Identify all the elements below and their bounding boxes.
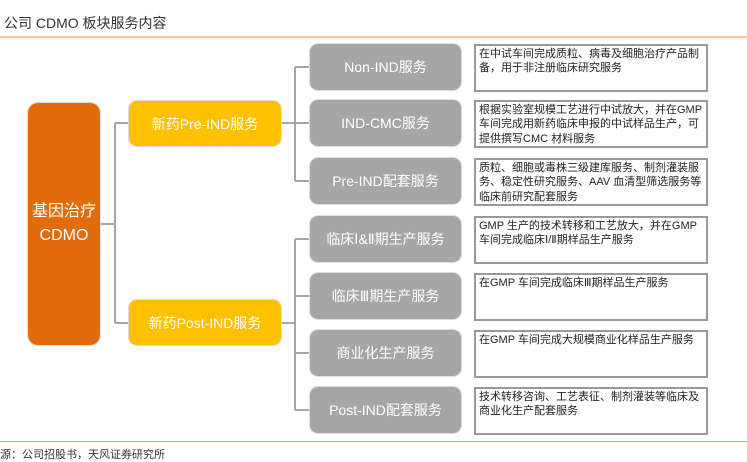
desc-ind-cmc: 根据实验室规模工艺进行中试放大，并在GMP 车间完成用新药临床申报的中试样品生产… bbox=[474, 100, 708, 148]
service-non-ind: Non-IND服务 bbox=[310, 44, 461, 90]
pre-ind-connector bbox=[281, 66, 310, 182]
desc-clinical-1-2: GMP 生产的技术转移和工艺放大，并在GMP 车间完成临床Ⅰ/Ⅱ期样品生产服务 bbox=[474, 216, 708, 264]
service-clinical-1-2: 临床Ⅰ&Ⅱ期生产服务 bbox=[310, 216, 461, 262]
desc-clinical-3: 在GMP 车间完成临床Ⅲ期样品生产服务 bbox=[474, 273, 708, 321]
desc-non-ind: 在中试车间完成质粒、病毒及细胞治疗产品制备，用于非注册临床研究服务 bbox=[474, 44, 708, 92]
root-node-gene-therapy-cdmo: 基因治疗 CDMO bbox=[28, 103, 100, 345]
title-divider bbox=[0, 36, 747, 38]
desc-post-ind-support: 技术转移咨询、工艺表征、制剂灌装等临床及商业化生产配套服务 bbox=[474, 387, 708, 435]
desc-commercial: 在GMP 车间完成大规模商业化样品生产服务 bbox=[474, 330, 708, 378]
service-ind-cmc: IND-CMC服务 bbox=[310, 100, 461, 146]
service-post-ind-support: Post-IND配套服务 bbox=[310, 387, 461, 433]
root-line-1: 基因治疗 bbox=[31, 203, 96, 220]
branch-pre-ind: 新药Pre-IND服务 bbox=[129, 101, 281, 146]
root-line-2: CDMO bbox=[39, 227, 89, 244]
branch-post-ind: 新药Post-IND服务 bbox=[129, 300, 281, 345]
footer-divider bbox=[0, 441, 747, 442]
page-title: 公司 CDMO 板块服务内容 bbox=[4, 15, 167, 31]
desc-pre-ind-support: 质粒、细胞或毒株三级建库服务、制剂灌装服务、稳定性研究服务、AAV 血清型筛选服… bbox=[474, 158, 708, 206]
service-clinical-3: 临床Ⅲ期生产服务 bbox=[310, 273, 461, 319]
service-commercial: 商业化生产服务 bbox=[310, 330, 461, 376]
source-note: 源：公司招股书，天风证券研究所 bbox=[0, 449, 165, 461]
root-connector bbox=[100, 122, 129, 324]
service-pre-ind-support: Pre-IND配套服务 bbox=[310, 158, 461, 204]
post-ind-connector bbox=[281, 238, 310, 411]
